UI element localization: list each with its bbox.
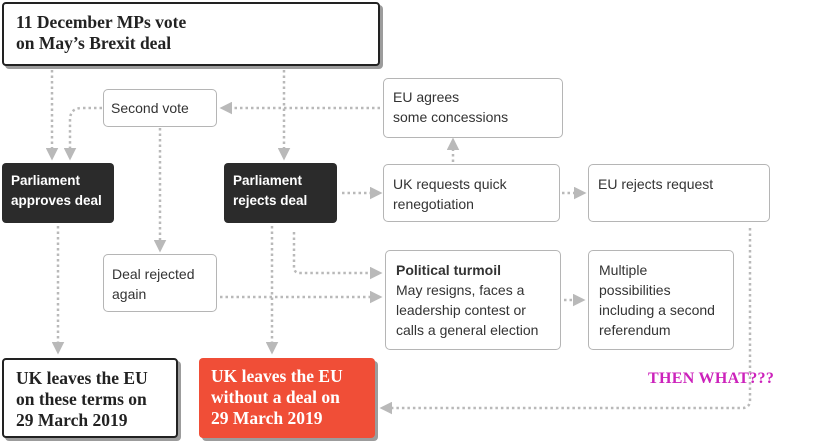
multiple-possibilities-node: Multiple possibilities including a secon…	[588, 250, 734, 350]
then-what-annotation: THEN WHAT???	[648, 370, 775, 387]
mps-vote-line2: on May’s Brexit deal	[16, 33, 172, 53]
turmoil-line3: calls a general election	[396, 322, 539, 338]
turmoil-line2: leadership contest or	[396, 302, 526, 318]
parliament-rejects-node: Parliament rejects deal	[224, 163, 337, 223]
eu-rejects-label: EU rejects request	[598, 176, 714, 192]
approves-line2: approves deal	[11, 193, 102, 208]
leaves-terms-line3: 29 March 2019	[16, 410, 128, 430]
leaves-nodeal-line2: without a deal on	[211, 387, 340, 407]
second-vote-node: Second vote	[103, 89, 217, 127]
political-turmoil-node: Political turmoil May resigns, faces a l…	[385, 250, 561, 350]
deal-rejected-node: Deal rejected again	[103, 254, 217, 312]
arrow-eu-rejects-to-nodeal	[379, 228, 752, 415]
eu-agrees-line2: some concessions	[393, 109, 509, 125]
eu-rejects-node: EU rejects request	[588, 164, 770, 222]
uk-requests-line2: renegotiation	[393, 196, 474, 212]
eu-agrees-node: EU agrees some concessions	[383, 78, 563, 138]
arrow-rejects-to-turmoil	[292, 232, 383, 280]
mps-vote-line1: 11 December MPs vote	[16, 12, 187, 32]
leaves-nodeal-line3: 29 March 2019	[211, 408, 323, 428]
approves-line1: Parliament	[11, 173, 81, 188]
leaves-terms-line2: on these terms on	[16, 389, 147, 409]
multiple-line1: Multiple	[599, 262, 648, 278]
parliament-approves-node: Parliament approves deal	[2, 163, 114, 223]
multiple-line3: including a second	[599, 302, 715, 318]
turmoil-title: Political turmoil	[396, 262, 502, 278]
rejects-line1: Parliament	[233, 173, 303, 188]
rejects-line2: rejects deal	[233, 193, 308, 208]
leaves-nodeal-line1: UK leaves the EU	[211, 366, 343, 386]
turmoil-line1: May resigns, faces a	[396, 282, 525, 298]
second-vote-label: Second vote	[111, 100, 189, 116]
uk-leaves-nodeal-node: UK leaves the EU without a deal on 29 Ma…	[199, 358, 375, 438]
multiple-line2: possibilities	[599, 282, 671, 298]
mps-vote-node: 11 December MPs vote on May’s Brexit dea…	[2, 2, 380, 66]
eu-agrees-line1: EU agrees	[393, 89, 460, 105]
deal-rejected-line2: again	[112, 286, 147, 302]
deal-rejected-line1: Deal rejected	[112, 266, 195, 282]
arrow-second-vote-to-approves	[63, 106, 102, 161]
uk-requests-node: UK requests quick renegotiation	[383, 164, 560, 222]
multiple-line4: referendum	[599, 322, 671, 338]
uk-leaves-terms-node: UK leaves the EU on these terms on 29 Ma…	[2, 358, 178, 438]
leaves-terms-line1: UK leaves the EU	[16, 368, 148, 388]
uk-requests-line1: UK requests quick	[393, 176, 507, 192]
